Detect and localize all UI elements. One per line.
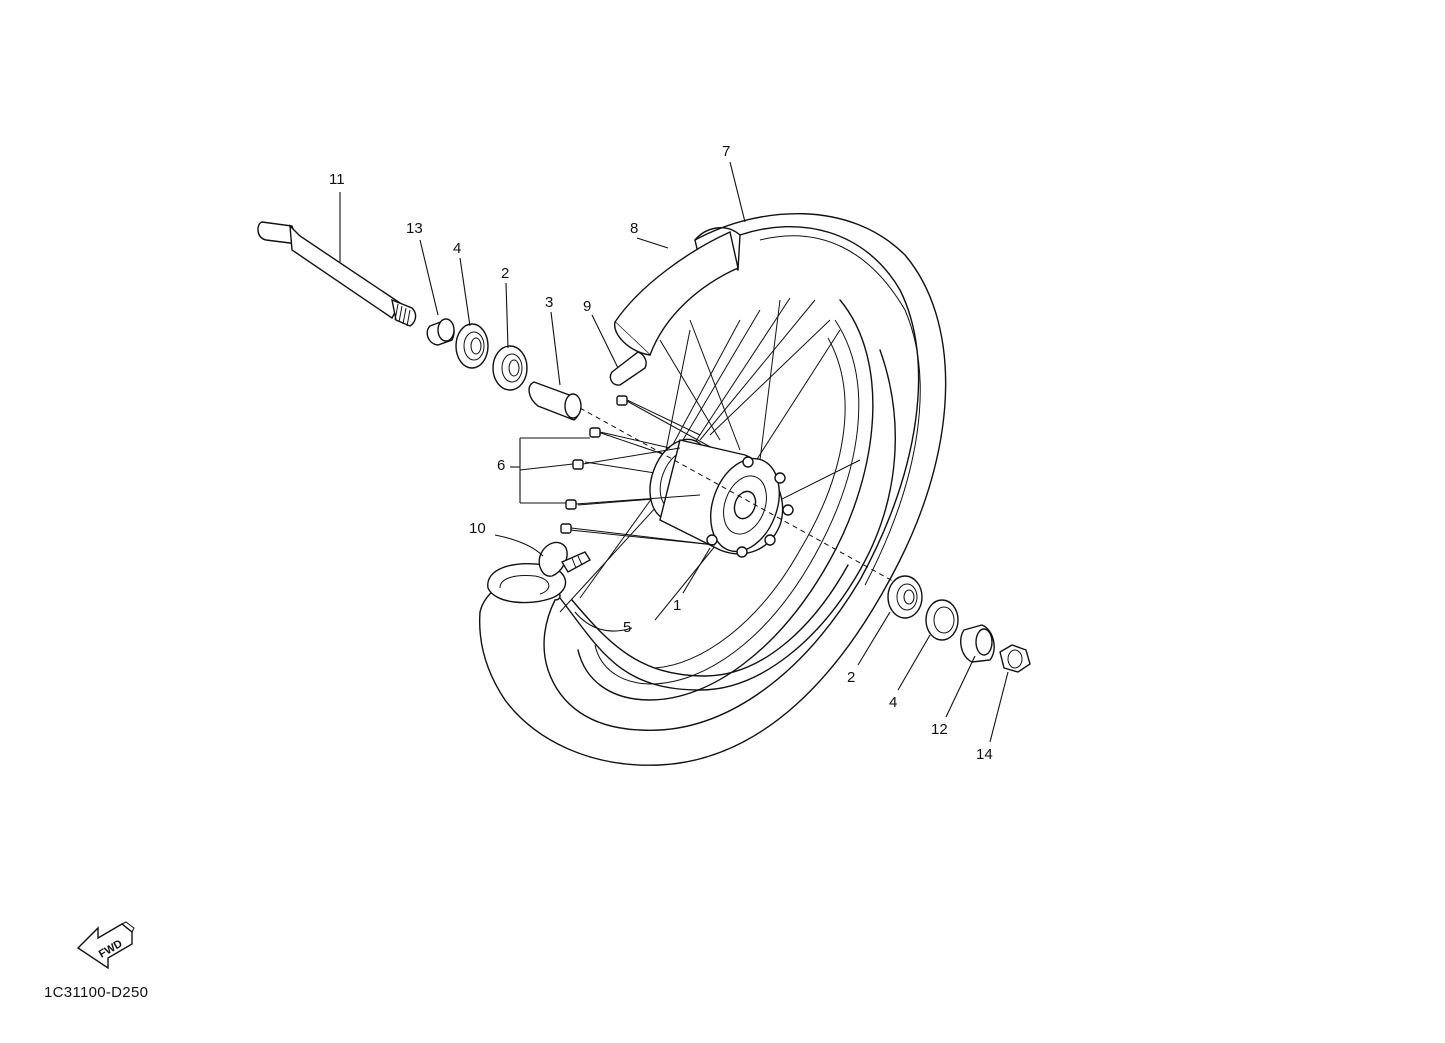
- rim-band: [614, 231, 739, 357]
- axle-centerline: [579, 407, 901, 586]
- axle-nut: [999, 644, 1031, 673]
- callout-2-left: 2: [501, 265, 509, 282]
- callout-4-left: 4: [453, 240, 461, 257]
- spacer: [528, 381, 582, 421]
- leader-lines: [339, 161, 1009, 743]
- callout-1: 1: [673, 597, 681, 614]
- oil-seal-right: [925, 599, 959, 641]
- callout-3: 3: [545, 294, 553, 311]
- callout-labels: 11 13 4 2 3 9 8 7 6 10 1 5 2 4 12 14: [329, 143, 993, 763]
- collar-left: [426, 318, 455, 346]
- callout-6: 6: [497, 457, 505, 474]
- spoke-nipples: [560, 395, 716, 546]
- bearing-left: [492, 345, 528, 391]
- callout-7: 7: [722, 143, 730, 160]
- rim-lock: [609, 351, 647, 386]
- oil-seal-left: [455, 323, 489, 369]
- callout-14: 14: [976, 746, 993, 763]
- callout-4-right: 4: [889, 694, 897, 711]
- callout-13: 13: [406, 220, 423, 237]
- callout-9: 9: [583, 298, 591, 315]
- collar-right: [960, 624, 995, 663]
- fwd-arrow-icon: FWD: [76, 921, 135, 970]
- bearing-right: [887, 575, 923, 619]
- callout-10: 10: [469, 520, 486, 537]
- callout-5: 5: [623, 619, 631, 636]
- rim: [577, 299, 874, 701]
- callout-8: 8: [630, 220, 638, 237]
- callout-11: 11: [329, 171, 345, 188]
- diagram-code: 1C31100-D250: [44, 984, 149, 1001]
- valve: [538, 541, 591, 577]
- callout-12: 12: [931, 721, 948, 738]
- callout-2-right: 2: [847, 669, 855, 686]
- hub: [649, 438, 794, 558]
- axle: [257, 221, 417, 327]
